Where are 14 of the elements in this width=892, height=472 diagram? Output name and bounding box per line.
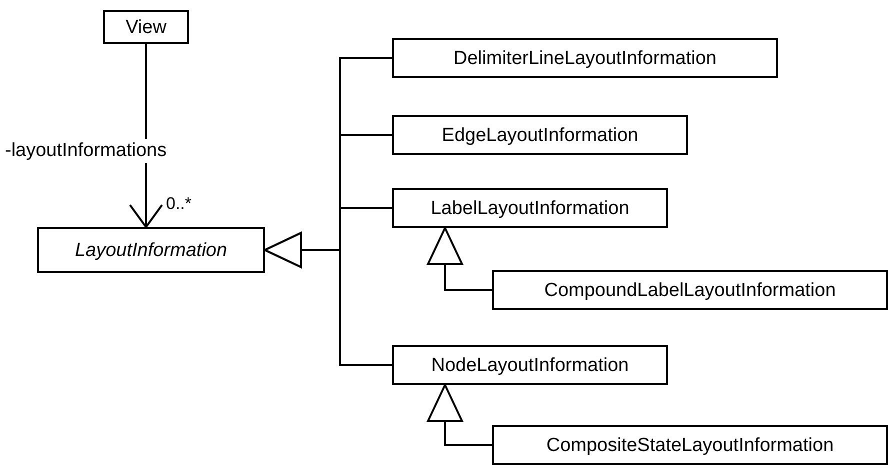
- class-box: CompoundLabelLayoutInformation: [492, 270, 888, 310]
- class-box: NodeLayoutInformation: [392, 345, 668, 385]
- class-box: CompositeStateLayoutInformation: [492, 425, 888, 465]
- association-arrow: [129, 44, 163, 228]
- generalization-arrow: [427, 227, 492, 291]
- class-box: View: [103, 10, 189, 44]
- multiplicity-label: 0..*: [166, 193, 192, 214]
- class-box: LayoutInformation: [37, 227, 265, 273]
- class-box: LabelLayoutInformation: [392, 188, 668, 228]
- generalization-arrow: [264, 232, 392, 366]
- edge-label: -layoutInformations: [5, 139, 167, 163]
- class-box: DelimiterLineLayoutInformation: [392, 38, 778, 78]
- class-box: EdgeLayoutInformation: [392, 115, 688, 155]
- generalization-arrow: [427, 384, 492, 446]
